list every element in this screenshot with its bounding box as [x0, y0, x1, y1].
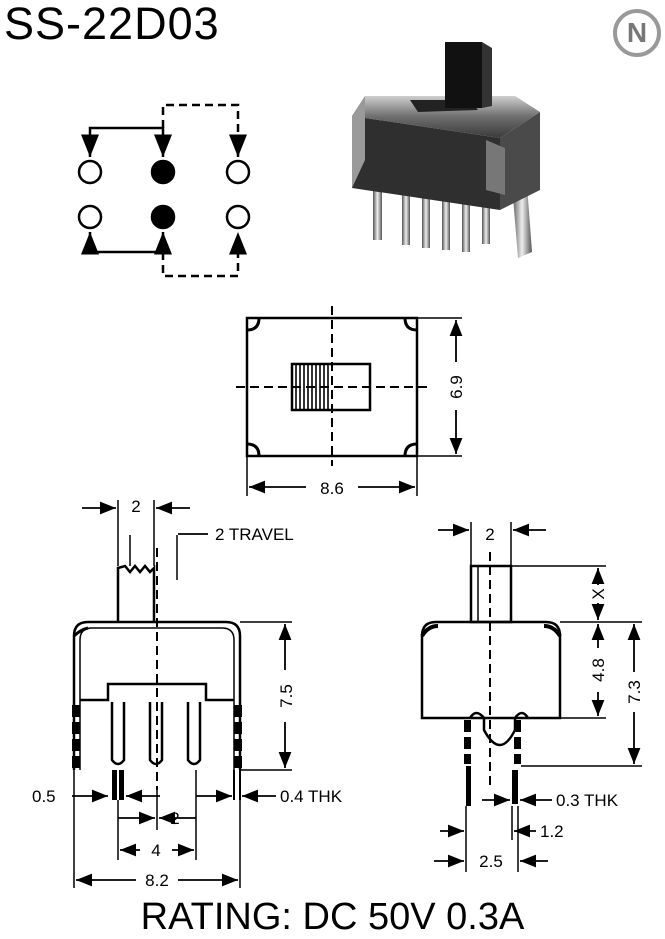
travel-label: 2 TRAVEL [215, 525, 294, 544]
top-view-height-label: 6.9 [447, 375, 466, 399]
rating-label: RATING: DC 50V 0.3A [140, 896, 525, 938]
part-number-title: SS-22D03 [4, 0, 220, 49]
top-view-drawing [236, 306, 463, 496]
side-body-height-label: 4.8 [589, 658, 608, 682]
front-view-drawing [72, 500, 292, 888]
svg-text:N: N [627, 17, 647, 48]
front-height-label: 7.5 [277, 684, 296, 708]
inner-span-label: 4 [151, 841, 160, 860]
outer-span-label: 8.2 [145, 871, 169, 890]
pin-width-label: 0.5 [32, 787, 56, 806]
actuator-height-label: X [589, 588, 608, 599]
front-actuator-width-label: 2 [131, 497, 140, 516]
pin-pitch-label: 2 [170, 809, 179, 828]
side-span-label: 2.5 [479, 852, 503, 871]
top-view-width-label: 8.6 [320, 479, 344, 498]
pin-gap-label: 1.2 [540, 822, 564, 841]
side-actuator-width-label: 2 [485, 525, 494, 544]
side-view-drawing [420, 522, 642, 872]
front-thickness-label: 0.4 THK [280, 787, 343, 806]
circuit-schematic [77, 103, 251, 278]
side-total-height-label: 7.3 [625, 680, 644, 704]
switch-product-illustration [352, 42, 540, 258]
brand-logo: N [613, 9, 661, 57]
side-thickness-label: 0.3 THK [556, 791, 619, 810]
